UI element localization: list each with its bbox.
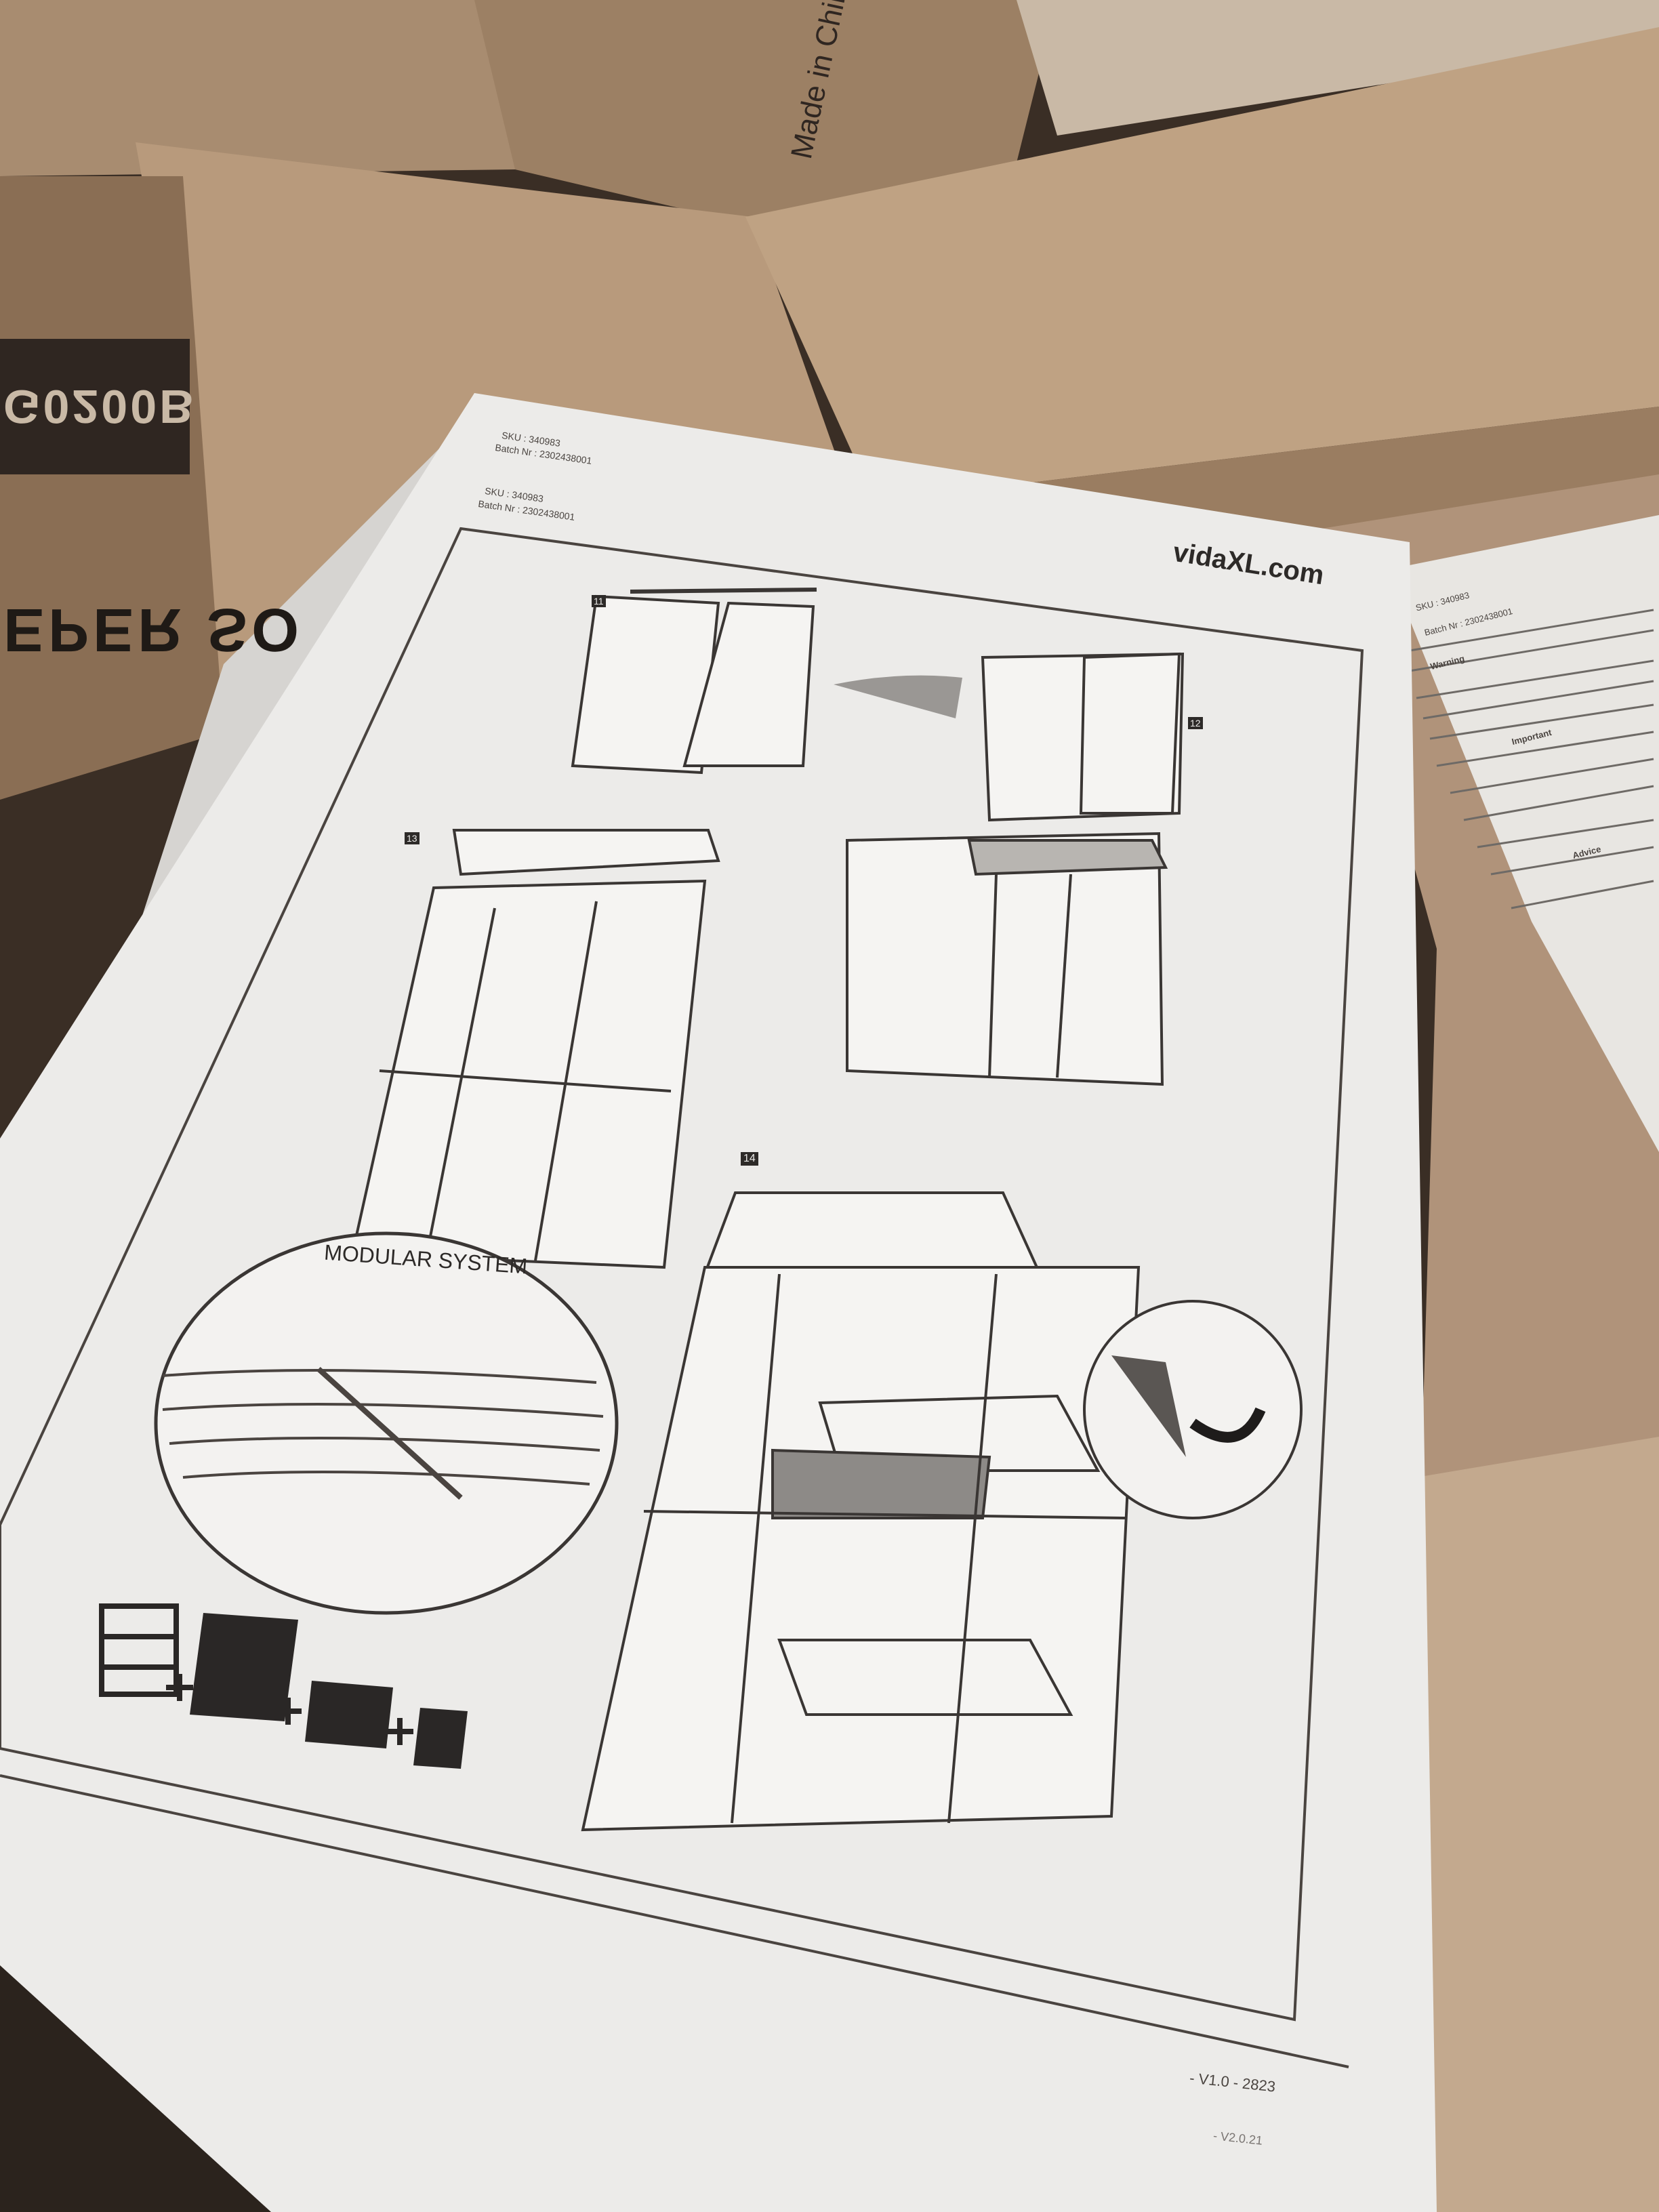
detail-bracket	[1111, 1355, 1186, 1457]
plus-signs	[166, 1674, 413, 1745]
right-lower-box	[1416, 1437, 1659, 2212]
step-14-illustration	[581, 1191, 1141, 1832]
step-13-badge: 13	[405, 832, 419, 844]
page-bottom-rule	[0, 1774, 1349, 2068]
left-box-code: G0200B	[3, 380, 197, 433]
left-box-print: EPER SO	[3, 596, 304, 663]
rotate-arrow-icon	[1189, 1407, 1266, 1443]
left-box-band	[0, 339, 190, 474]
step-12-badge: 12	[1188, 717, 1203, 729]
top-right-light	[1017, 0, 1659, 136]
step-13-illustration	[350, 829, 720, 1269]
top-box	[474, 0, 1057, 224]
modular-system-inset	[154, 1231, 619, 1615]
back-sheet	[0, 413, 474, 1660]
detail-circle	[1083, 1300, 1303, 1519]
page-frame	[0, 527, 1364, 2022]
step-12-arrow	[834, 675, 962, 718]
step-12-illustration	[846, 652, 1185, 1086]
inset-shelf-lines	[162, 1367, 604, 1500]
right-page-text-lines	[1409, 609, 1654, 909]
step-11-badge: 11	[592, 595, 606, 607]
left-box-side	[0, 176, 224, 800]
open-box-flap-right	[745, 27, 1659, 501]
top-left-box	[0, 0, 556, 176]
step-14-badge: 14	[741, 1152, 758, 1166]
right-manual-page	[1389, 515, 1659, 1152]
modular-icons	[99, 1603, 468, 1769]
step-11-illustration	[571, 588, 817, 775]
